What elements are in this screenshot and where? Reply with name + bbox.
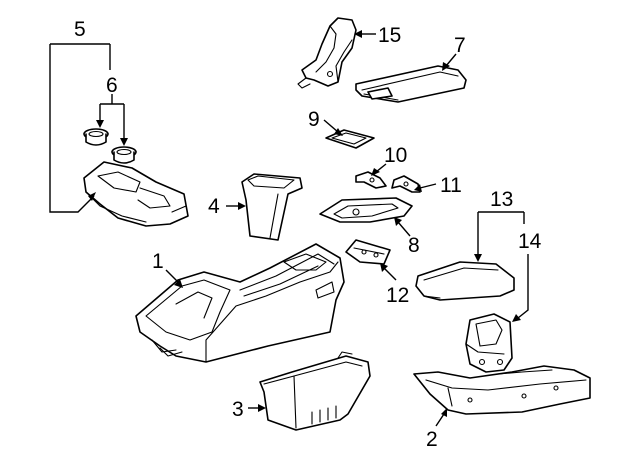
part-10-clip xyxy=(355,171,387,189)
part-8-tray xyxy=(319,197,413,223)
part-12-bracket xyxy=(345,239,391,265)
leader-5 xyxy=(49,43,111,213)
callout-13: 13 xyxy=(490,188,513,211)
part-1-console xyxy=(135,243,345,363)
leader-8 xyxy=(394,217,411,237)
part-4-bin xyxy=(241,173,303,241)
part-7-lid xyxy=(355,65,467,103)
callout-15: 15 xyxy=(378,24,401,47)
callout-1: 1 xyxy=(152,250,164,273)
callout-3: 3 xyxy=(232,398,244,421)
part-15-bracket xyxy=(297,17,357,89)
callout-6: 6 xyxy=(106,74,118,97)
leader-7 xyxy=(442,53,457,71)
part-14-hinge xyxy=(465,313,513,373)
part-2-base-tray xyxy=(413,365,591,415)
leader-9 xyxy=(323,119,343,136)
part-5-cup-holder xyxy=(83,161,189,227)
leader-13 xyxy=(474,211,525,262)
part-3-storage-bin xyxy=(259,351,371,431)
callout-8: 8 xyxy=(408,234,420,257)
callout-2: 2 xyxy=(426,428,438,451)
leader-1 xyxy=(165,269,183,288)
part-9-plate xyxy=(325,129,375,149)
callout-14: 14 xyxy=(518,230,542,253)
leader-14 xyxy=(512,254,529,322)
callout-4: 4 xyxy=(208,195,220,218)
leader-11 xyxy=(414,183,437,192)
leader-4 xyxy=(226,202,246,210)
part-13-armrest xyxy=(415,261,515,301)
part-11-latch xyxy=(391,175,421,193)
leader-3 xyxy=(248,404,266,412)
callout-5: 5 xyxy=(74,18,86,41)
leader-12 xyxy=(380,263,397,281)
callout-10: 10 xyxy=(384,144,407,167)
callout-12: 12 xyxy=(386,284,409,307)
leader-2 xyxy=(435,408,447,427)
leader-10 xyxy=(371,163,387,176)
leader-15 xyxy=(354,30,376,38)
part-6-cup-inserts xyxy=(83,128,137,164)
leader-6 xyxy=(96,94,128,146)
callout-9: 9 xyxy=(308,108,320,131)
callout-11: 11 xyxy=(440,174,462,197)
callout-7: 7 xyxy=(454,34,466,57)
